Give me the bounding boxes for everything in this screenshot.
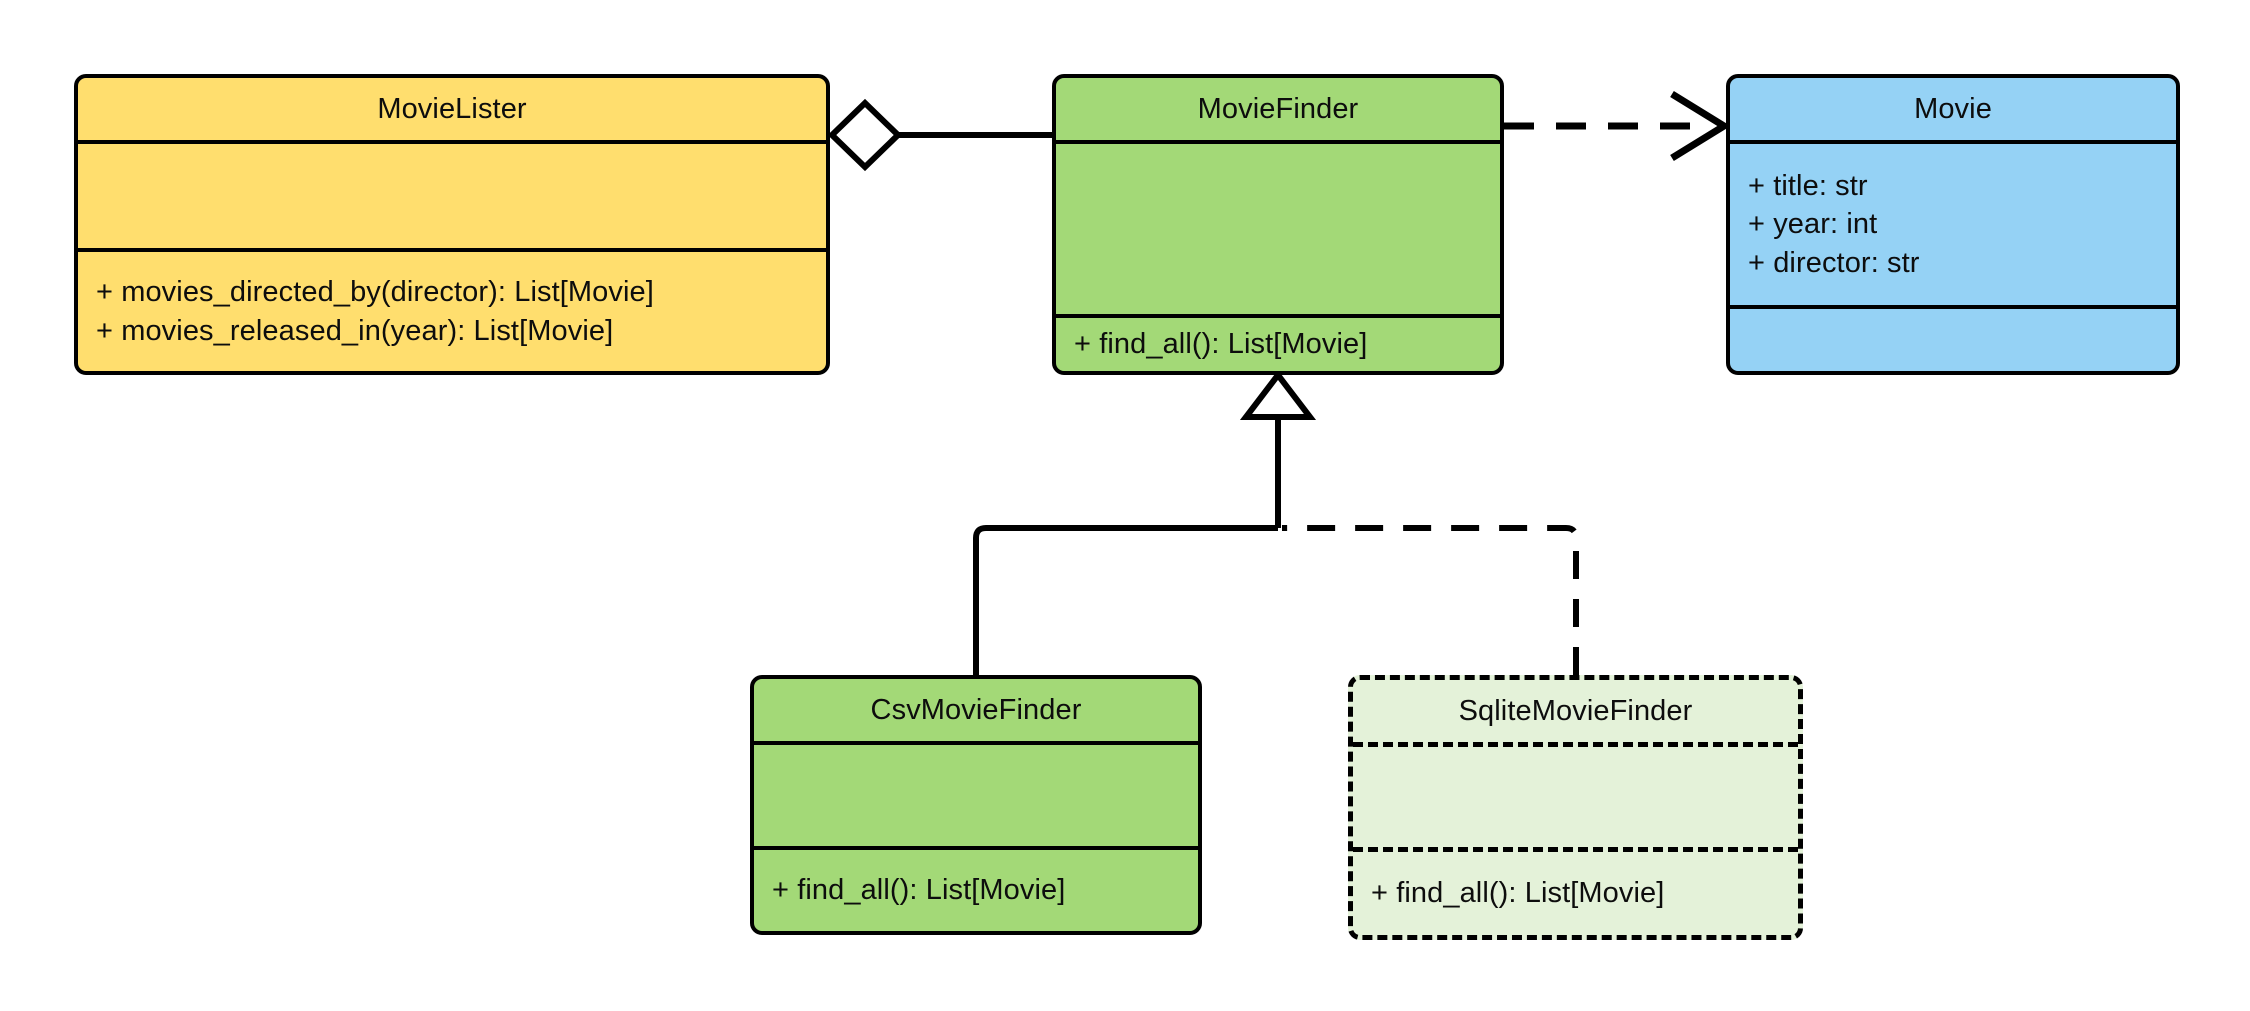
method-row: + find_all(): List[Movie] (1074, 328, 1368, 361)
relationship-dependency-finder-movie[interactable] (1504, 91, 1731, 161)
method-row: + find_all(): List[Movie] (772, 874, 1066, 907)
class-box-movie[interactable]: Movie + title: str + year: int + directo… (1726, 74, 2180, 375)
generalization-line-csv (973, 525, 1278, 675)
class-title-sqlite-movie-finder: SqliteMovieFinder (1458, 694, 1693, 727)
class-methods-compartment: + find_all(): List[Movie] (1353, 847, 1798, 935)
aggregation-diamond-icon (827, 98, 903, 172)
method-row: + movies_directed_by(director): List[Mov… (96, 275, 654, 308)
class-name-compartment: SqliteMovieFinder (1353, 680, 1798, 742)
relationship-generalization-sqlite-finder[interactable] (1282, 525, 1579, 675)
relationship-aggregation-lister-finder[interactable] (827, 98, 1052, 172)
dependency-arrow-icon (1670, 91, 1731, 161)
class-name-compartment: CsvMovieFinder (754, 679, 1198, 741)
relationship-generalization-csv-finder[interactable] (973, 370, 1317, 675)
class-title-csv-movie-finder: CsvMovieFinder (870, 693, 1082, 726)
class-name-compartment: MovieFinder (1056, 78, 1500, 140)
class-box-movie-finder[interactable]: MovieFinder + find_all(): List[Movie] (1052, 74, 1504, 375)
class-methods-compartment: + movies_directed_by(director): List[Mov… (78, 248, 826, 371)
method-row: + movies_released_in(year): List[Movie] (96, 314, 614, 347)
class-name-compartment: Movie (1730, 78, 2176, 140)
class-methods-compartment (1730, 305, 2176, 371)
class-name-compartment: MovieLister (78, 78, 826, 140)
class-attributes-compartment (754, 741, 1198, 846)
class-methods-compartment: + find_all(): List[Movie] (1056, 314, 1500, 371)
class-methods-compartment: + find_all(): List[Movie] (754, 846, 1198, 931)
attribute-row: + year: int (1748, 208, 1878, 241)
class-box-movie-lister[interactable]: MovieLister + movies_directed_by(directo… (74, 74, 830, 375)
class-attributes-compartment: + title: str + year: int + director: str (1730, 140, 2176, 305)
class-title-movie-lister: MovieLister (377, 92, 527, 125)
attribute-row: + title: str (1748, 169, 1868, 202)
class-box-sqlite-movie-finder[interactable]: SqliteMovieFinder + find_all(): List[Mov… (1348, 675, 1803, 940)
class-title-movie-finder: MovieFinder (1197, 92, 1359, 125)
class-attributes-compartment (78, 140, 826, 248)
class-title-movie: Movie (1914, 92, 1992, 125)
class-attributes-compartment (1353, 742, 1798, 847)
generalization-line-sqlite (1282, 525, 1579, 675)
generalization-triangle-icon (1239, 370, 1317, 420)
attribute-row: + director: str (1748, 246, 1920, 279)
class-box-csv-movie-finder[interactable]: CsvMovieFinder + find_all(): List[Movie] (750, 675, 1202, 935)
class-attributes-compartment (1056, 140, 1500, 314)
method-row: + find_all(): List[Movie] (1371, 877, 1665, 910)
